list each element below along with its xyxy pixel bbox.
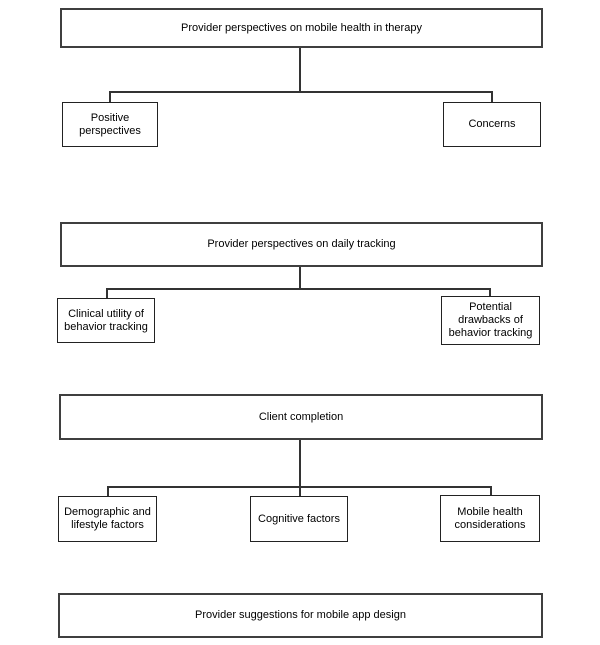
connector-drop — [489, 288, 491, 298]
connector-drop — [490, 486, 492, 496]
parent-box-label: Provider suggestions for mobile app desi… — [195, 609, 406, 621]
child-box-concerns: Concerns — [443, 102, 541, 147]
connector-stem — [299, 267, 301, 289]
child-box-label: Demographic and lifestyle factors — [64, 506, 151, 531]
child-box-demographic-lifestyle: Demographic and lifestyle factors — [58, 496, 157, 542]
child-box-clinical-utility: Clinical utility of behavior tracking — [57, 298, 155, 343]
connector-drop — [491, 91, 493, 103]
connector-stem — [299, 440, 301, 487]
connector-drop — [299, 486, 301, 497]
parent-box-label: Client completion — [258, 410, 344, 423]
parent-box-mobile-health-in-therapy: Provider perspectives on mobile health i… — [60, 8, 543, 48]
parent-box-daily-tracking: Provider perspectives on daily tracking — [60, 222, 543, 267]
child-box-label: Clinical utility of behavior tracking — [64, 307, 148, 333]
child-box-label: Potential drawbacks of behavior tracking — [448, 301, 533, 339]
child-box-label: Mobile health considerations — [454, 505, 526, 531]
parent-box-label: Provider perspectives on mobile health i… — [181, 21, 422, 34]
child-box-label: Cognitive factors — [258, 512, 340, 525]
connector-bar — [106, 288, 490, 290]
child-box-positive-perspectives: Positive perspectives — [62, 102, 158, 147]
parent-box-client-completion: Client completion — [59, 394, 543, 440]
parent-box-label: Provider perspectives on daily tracking — [207, 238, 396, 250]
connector-drop — [109, 91, 111, 103]
connector-bar — [109, 91, 492, 93]
connector-drop — [107, 486, 109, 497]
child-box-potential-drawbacks: Potential drawbacks of behavior tracking — [441, 296, 540, 345]
parent-box-app-design-suggestions: Provider suggestions for mobile app desi… — [58, 593, 543, 638]
child-box-mobile-health-considerations: Mobile health considerations — [440, 495, 540, 542]
connector-drop — [106, 288, 108, 299]
child-box-label: Concerns — [468, 118, 516, 130]
child-box-cognitive-factors: Cognitive factors — [250, 496, 348, 542]
connector-stem — [299, 48, 301, 92]
child-box-label: Positive perspectives — [79, 111, 141, 137]
